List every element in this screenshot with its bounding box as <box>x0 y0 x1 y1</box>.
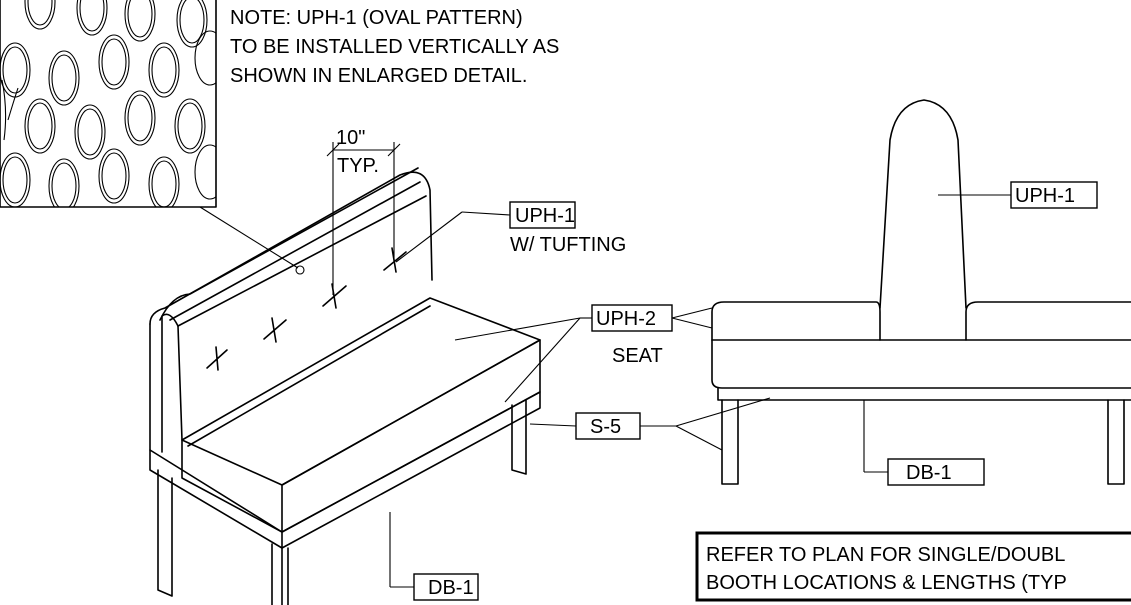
tag-uph2: UPH-2 SEAT <box>454 304 713 403</box>
note-line-1: NOTE: UPH-1 (OVAL PATTERN) <box>230 7 523 29</box>
dimension-value: 10" <box>336 127 365 149</box>
reference-note-box: REFER TO PLAN FOR SINGLE/DOUBL BOOTH LOC… <box>695 531 1131 602</box>
booth-elevation <box>711 99 1131 485</box>
tag-uph1-left: UPH-1 W/ TUFTING <box>395 201 626 263</box>
tag-uph1-right-label: UPH-1 <box>1015 185 1075 207</box>
tag-db1-right-label: DB-1 <box>906 462 952 484</box>
tag-db1-right: DB-1 <box>863 400 985 486</box>
oval-pattern-detail <box>0 0 305 275</box>
tag-uph1-left-label: UPH-1 <box>515 205 575 227</box>
tag-uph2-note: SEAT <box>612 345 663 367</box>
reference-line-1: REFER TO PLAN FOR SINGLE/DOUBL <box>706 544 1065 566</box>
note-line-2: TO BE INSTALLED VERTICALLY AS <box>230 36 559 58</box>
tag-s5: S-5 <box>529 397 771 451</box>
tag-uph1-left-note: W/ TUFTING <box>510 234 626 256</box>
tag-uph2-label: UPH-2 <box>596 308 656 330</box>
tag-db1-left: DB-1 <box>389 512 479 601</box>
dimension-typ: TYP. <box>337 155 379 177</box>
dimension-10in: 10" TYP. <box>326 127 401 295</box>
pattern-note: NOTE: UPH-1 (OVAL PATTERN) TO BE INSTALL… <box>230 7 559 87</box>
reference-line-2: BOOTH LOCATIONS & LENGTHS (TYP <box>706 572 1067 594</box>
oval-pattern <box>0 0 216 207</box>
note-line-3: SHOWN IN ENLARGED DETAIL. <box>230 65 527 87</box>
tag-uph1-right: UPH-1 <box>938 181 1098 209</box>
tag-s5-label: S-5 <box>590 416 621 438</box>
tufting-marks <box>206 247 407 371</box>
booth-isometric <box>149 167 541 605</box>
tag-db1-left-label: DB-1 <box>428 577 474 599</box>
